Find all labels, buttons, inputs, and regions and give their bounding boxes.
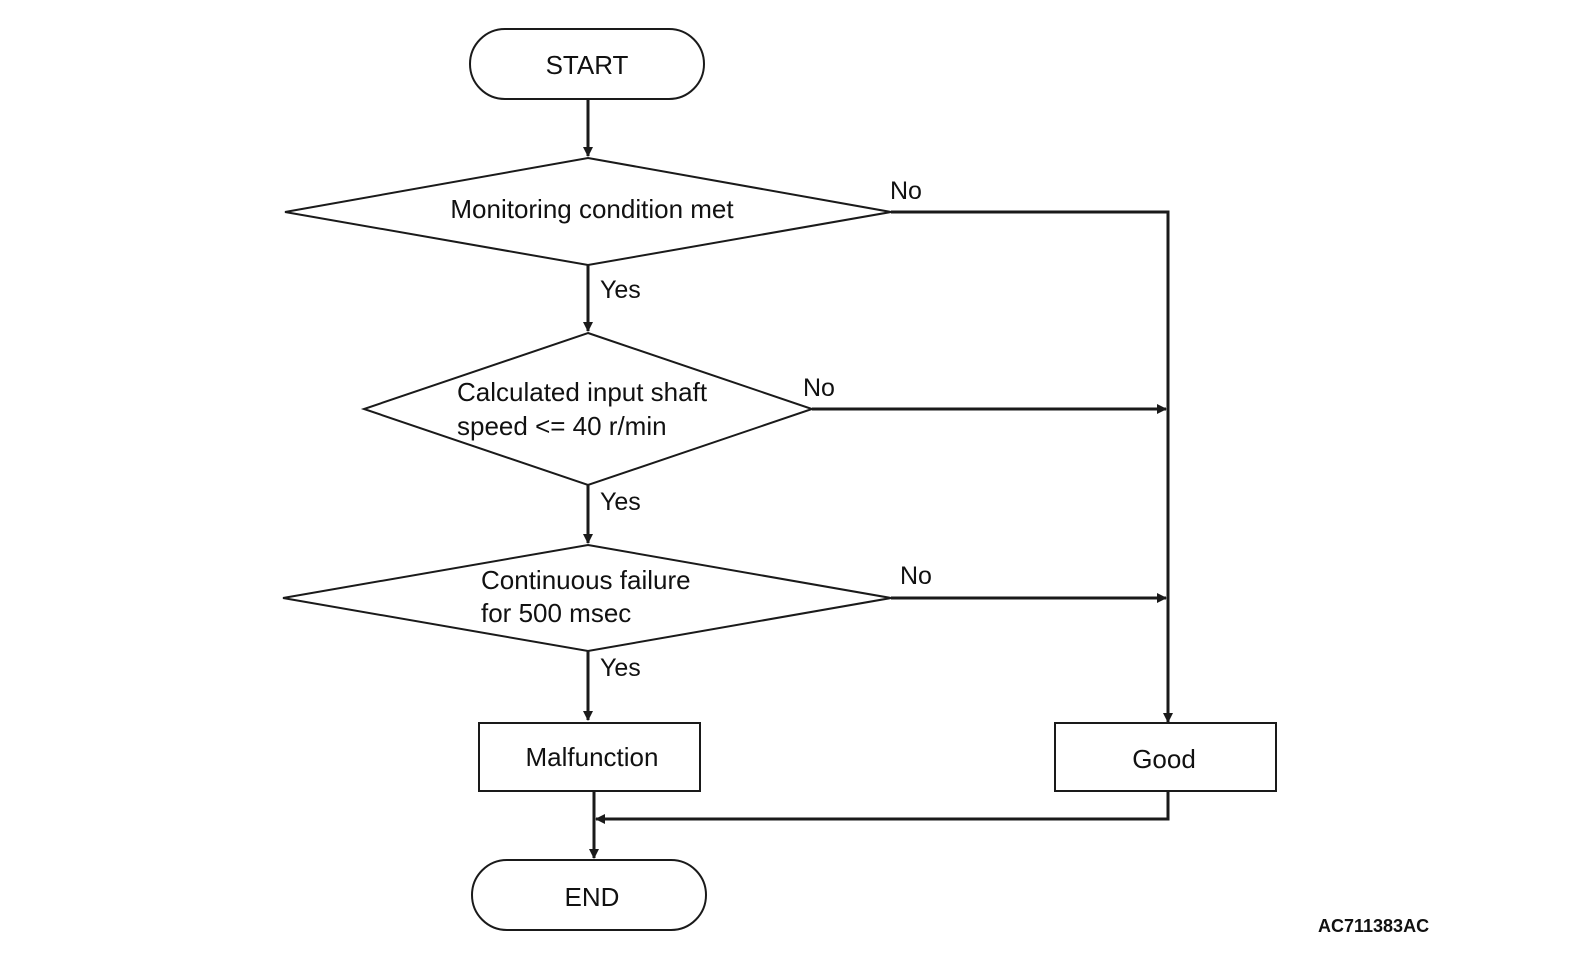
- decision-input-shaft-speed: Calculated input shaft speed <= 40 r/min: [360, 331, 816, 487]
- decision1-no-label: No: [890, 177, 922, 205]
- end-label: END: [565, 882, 620, 912]
- decision2-line1: Calculated input shaft: [457, 377, 708, 407]
- malfunction-label: Malfunction: [526, 742, 659, 772]
- decision3-line1: Continuous failure: [481, 565, 691, 595]
- good-label: Good: [1132, 744, 1196, 774]
- malfunction-box: Malfunction: [478, 722, 701, 792]
- flow-good-to-end: [595, 791, 1170, 824]
- start-label: START: [546, 50, 629, 80]
- figure-code: AC711383AC: [1318, 916, 1429, 936]
- flow-decision1-no: [891, 210, 1173, 723]
- start-terminal: START: [469, 28, 705, 100]
- decision3-line2: for 500 msec: [481, 598, 631, 628]
- decision2-line2: speed <= 40 r/min: [457, 411, 667, 441]
- decision3-yes-label: Yes: [600, 654, 641, 682]
- decision2-no-label: No: [803, 374, 835, 402]
- decision2-yes-label: Yes: [600, 488, 641, 516]
- decision-monitoring-condition: Monitoring condition met: [284, 156, 892, 267]
- end-terminal: END: [471, 859, 707, 931]
- good-box: Good: [1054, 722, 1277, 792]
- decision3-no-label: No: [900, 562, 932, 590]
- decision-continuous-failure: Continuous failure for 500 msec: [282, 543, 892, 653]
- decision1-yes-label: Yes: [600, 276, 641, 304]
- decision1-text: Monitoring condition met: [450, 194, 734, 224]
